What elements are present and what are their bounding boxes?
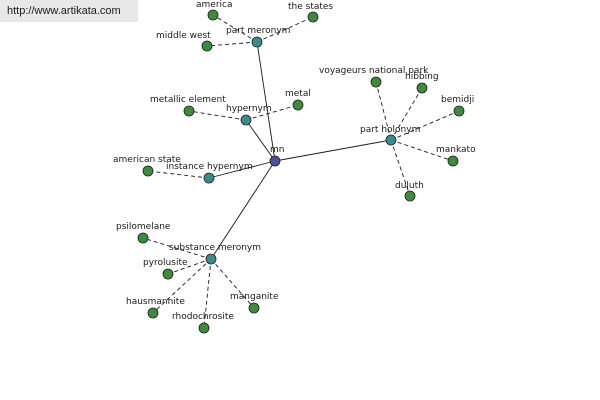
- edge-instance-hypernym-american-state: [147, 170, 210, 179]
- edge-mn-hypernym: [245, 119, 276, 162]
- edges-layer: [142, 14, 460, 329]
- nodes-layer: [137, 9, 465, 334]
- leaf-node-psilomelane[interactable]: [137, 232, 149, 244]
- relation-label-hypernym: hypernym: [226, 104, 272, 114]
- leaf-node-hausmannite[interactable]: [147, 307, 159, 319]
- center-label-mn: mn: [270, 145, 284, 155]
- leaf-label-pyrolusite: pyrolusite: [143, 258, 188, 268]
- relation-node-substance-meronym[interactable]: [205, 253, 217, 265]
- edge-substance-meronym-psilomelane: [142, 237, 212, 260]
- edge-part-holonym-duluth: [390, 139, 411, 197]
- edge-substance-meronym-pyrolusite: [167, 258, 212, 275]
- edge-part-holonym-mankato: [390, 139, 454, 162]
- leaf-label-american-state: american state: [113, 155, 181, 165]
- edge-hypernym-metal: [245, 104, 299, 121]
- edge-mn-substance-meronym: [210, 160, 276, 260]
- leaf-node-america[interactable]: [207, 9, 219, 21]
- leaf-label-bemidji: bemidji: [441, 95, 474, 105]
- edge-mn-part-meronym: [256, 41, 276, 162]
- leaf-label-psilomelane: psilomelane: [116, 222, 171, 232]
- leaf-node-bemidji[interactable]: [453, 105, 465, 117]
- edge-part-meronym-middle-west: [206, 41, 258, 47]
- relation-label-substance-meronym: substance meronym: [169, 243, 261, 253]
- edge-substance-meronym-manganite: [210, 258, 255, 309]
- leaf-label-america: america: [196, 0, 232, 10]
- relation-node-part-holonym[interactable]: [385, 134, 397, 146]
- relation-label-part-meronym: part meronym: [226, 26, 290, 36]
- leaf-label-hibbing: hibbing: [405, 72, 439, 82]
- edge-part-meronym-america: [212, 14, 258, 43]
- labels-layer: america the states middle west metallic ele…: [113, 0, 476, 322]
- leaf-label-middle-west: middle west: [156, 31, 211, 41]
- edge-mn-part-holonym: [274, 139, 392, 162]
- leaf-label-duluth: duluth: [395, 181, 424, 191]
- leaf-node-metallic-element[interactable]: [183, 105, 195, 117]
- leaf-label-metal: metal: [285, 89, 311, 99]
- leaf-node-voyageurs-national-park[interactable]: [370, 76, 382, 88]
- edge-part-meronym-the-states: [256, 16, 314, 43]
- edge-part-holonym-hibbing: [390, 87, 423, 141]
- leaf-label-the-states: the states: [288, 2, 333, 12]
- leaf-label-mankato: mankato: [436, 145, 476, 155]
- edge-part-holonym-voyageurs-national-park: [375, 81, 392, 141]
- leaf-node-metal[interactable]: [292, 99, 304, 111]
- edge-substance-meronym-rhodochrosite: [203, 258, 212, 329]
- edge-mn-instance-hypernym: [208, 160, 276, 179]
- leaf-label-voyageurs-national-park: voyageurs national park: [319, 66, 429, 76]
- leaf-node-american-state[interactable]: [142, 165, 154, 177]
- relation-label-part-holonym: part holonym: [360, 125, 420, 135]
- leaf-label-hausmannite: hausmannite: [126, 297, 185, 307]
- relation-node-instance-hypernym[interactable]: [203, 172, 215, 184]
- relation-node-part-meronym[interactable]: [251, 36, 263, 48]
- leaf-node-rhodochrosite[interactable]: [198, 322, 210, 334]
- leaf-node-duluth[interactable]: [404, 190, 416, 202]
- leaf-label-manganite: manganite: [230, 292, 279, 302]
- center-node-mn[interactable]: [269, 155, 281, 167]
- leaf-node-middle-west[interactable]: [201, 40, 213, 52]
- edge-part-holonym-bemidji: [390, 110, 460, 141]
- leaf-label-metallic-element: metallic element: [150, 95, 226, 105]
- leaf-node-pyrolusite[interactable]: [162, 268, 174, 280]
- leaf-node-the-states[interactable]: [307, 11, 319, 23]
- leaf-node-manganite[interactable]: [248, 302, 260, 314]
- edge-hypernym-metallic-element: [188, 110, 247, 121]
- relation-label-instance-hypernym: instance hypernym: [166, 162, 253, 172]
- edge-substance-meronym-hausmannite: [152, 258, 212, 314]
- leaf-label-rhodochrosite: rhodochrosite: [172, 312, 234, 322]
- leaf-node-hibbing[interactable]: [416, 82, 428, 94]
- leaf-node-mankato[interactable]: [447, 155, 459, 167]
- relation-node-hypernym[interactable]: [240, 114, 252, 126]
- source-link[interactable]: http://www.artikata.com: [0, 0, 138, 22]
